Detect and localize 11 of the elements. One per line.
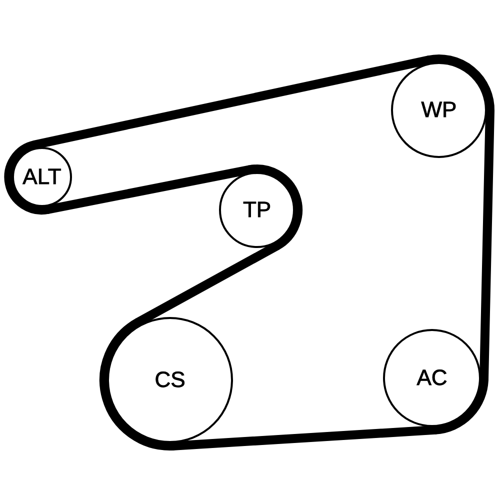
pulley [107, 317, 233, 443]
pulley-label: TP [242, 199, 272, 221]
pulley-label: AC [416, 367, 448, 389]
pulley-label: ALT [22, 166, 62, 188]
pulley [12, 147, 72, 207]
pulley [383, 329, 481, 427]
belt-segment [134, 241, 282, 327]
pulley [391, 62, 487, 158]
pulley [219, 172, 295, 248]
pulley-label: CS [154, 369, 186, 391]
pulley-label: WP [421, 99, 457, 121]
